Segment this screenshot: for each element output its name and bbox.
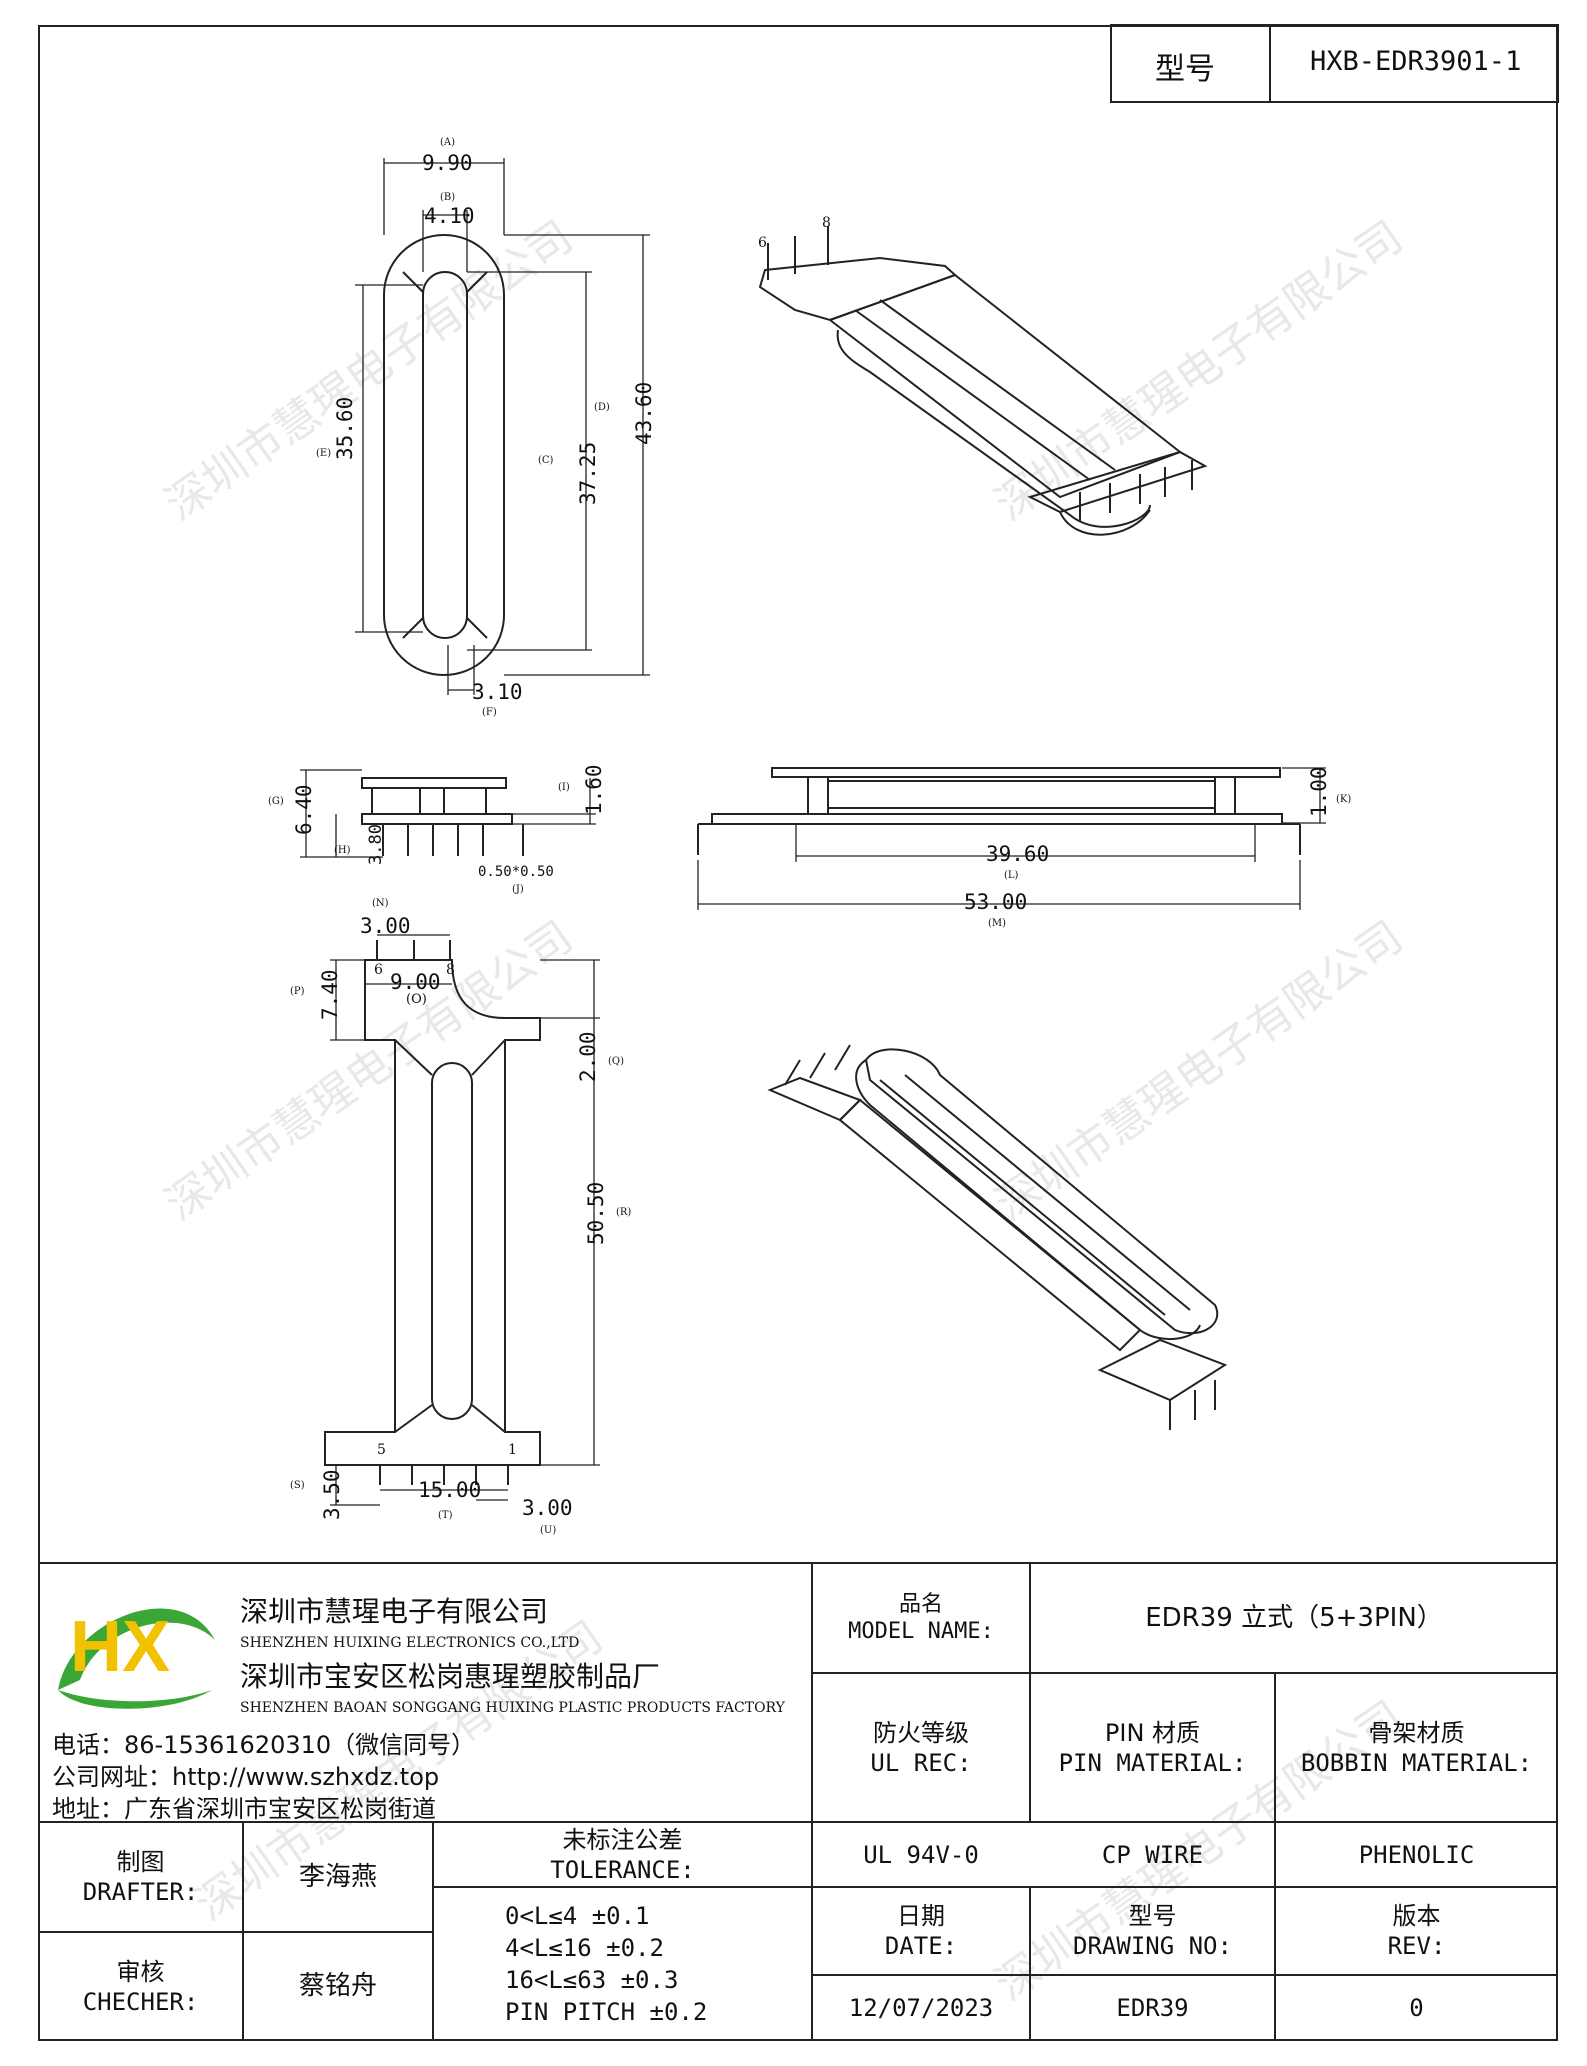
dim-e: 35.60 [333, 396, 357, 460]
model-box [1110, 24, 1559, 103]
dim-q: 2.00 [576, 1031, 600, 1082]
dim-h: 3.80 [366, 824, 386, 865]
title-block-grid [38, 1562, 1558, 2041]
date-value: 12/07/2023 [848, 1994, 994, 2022]
dim-tag-l: (L) [1004, 870, 1019, 881]
drawing-no-label: 型号 DRAWING NO: [1073, 1902, 1232, 1960]
tolerance-line: 16<L≤63 ±0.3 [505, 1966, 679, 1994]
dim-m: 53.00 [964, 890, 1028, 914]
dim-u: 3.00 [522, 1496, 573, 1520]
drafter-name: 李海燕 [298, 1861, 377, 1892]
iso-pin-8: 8 [822, 215, 831, 231]
ul-rating-value: UL 94V-0 [863, 1840, 979, 1869]
dim-o: 9.00 [390, 970, 441, 994]
dim-tag-r: (R) [616, 1207, 632, 1218]
dim-tag-b: (B) [440, 192, 456, 203]
dim-tag-u: (U) [540, 1525, 557, 1536]
iso-view-bottom [767, 1044, 1228, 1430]
model-value: HXB-EDR3901-1 [1310, 46, 1522, 77]
company-logo [58, 1608, 215, 1709]
dim-tag-t: (T) [438, 1510, 453, 1521]
dim-i: 1.60 [582, 764, 606, 815]
ul-rating-label: 防火等级 UL REC: [870, 1718, 972, 1777]
dim-k: 1.00 [1307, 766, 1331, 817]
dim-a: 9.90 [422, 151, 473, 175]
company-cn-1: 深圳市慧瑆电子有限公司 [240, 1595, 549, 1628]
tolerance-line: PIN PITCH ±0.2 [505, 1998, 708, 2026]
dim-r: 50.50 [584, 1181, 608, 1245]
dim-tag-e: (E) [316, 448, 332, 459]
tolerance-line: 4<L≤16 ±0.2 [505, 1934, 664, 1962]
tolerance-line: 0<L≤4 ±0.1 [505, 1902, 650, 1930]
pin-8-label: 8 [446, 962, 455, 978]
dim-tag-h: (H) [334, 845, 351, 856]
dim-b: 4.10 [424, 204, 475, 228]
pin-material-label: PIN 材质 PIN MATERIAL: [1058, 1718, 1247, 1777]
company-en-2: SHENZHEN BAOAN SONGGANG HUIXING PLASTIC … [240, 1700, 785, 1716]
rev-label: 版本 REV: [1387, 1902, 1446, 1960]
checker-label: 审核 CHECHER: [82, 1957, 199, 2016]
bobbin-material-label: 骨架材质 BOBBIN MATERIAL: [1300, 1718, 1533, 1777]
dim-tag-j: (J) [512, 884, 524, 895]
tolerance-table: 0<L≤4 ±0.1 4<L≤16 ±0.2 16<L≤63 ±0.3 PIN … [505, 1900, 707, 2028]
side-view-dimensions [300, 769, 596, 858]
company-address: 地址：广东省深圳市宝安区松岗街道 [52, 1795, 436, 1823]
dim-tag-c: (C) [538, 455, 554, 466]
drafter-label: 制图 DRAFTER: [82, 1848, 199, 1906]
logo-text: HX [70, 1607, 171, 1687]
dim-tag-k: (K) [1336, 794, 1352, 805]
drawing-frame [38, 25, 1558, 2041]
dim-l: 39.60 [986, 842, 1050, 866]
dim-tag-q: (Q) [608, 1056, 625, 1067]
dim-tag-m: (M) [988, 918, 1007, 929]
pin-material-value: CP WIRE [1101, 1840, 1204, 1869]
drawing-no-value: EDR39 [1116, 1994, 1189, 2022]
bottom-view [324, 940, 541, 1485]
date-label: 日期 DATE: [884, 1902, 958, 1960]
pin-1-label: 1 [508, 1442, 517, 1458]
company-website: 公司网址：http://www.szhxdz.top [52, 1763, 440, 1791]
dim-tag-a: (A) [440, 137, 456, 148]
dim-tag-d: (D) [594, 402, 610, 413]
bottom-view-dimensions [330, 934, 600, 1506]
dim-tag-i: (I) [558, 782, 570, 793]
dim-tag-g: (G) [268, 796, 284, 807]
bobbin-material-value: PHENOLIC [1358, 1840, 1475, 1869]
rev-value: 0 [1409, 1994, 1424, 2022]
dim-g: 6.40 [292, 784, 316, 835]
dim-c: 37.25 [576, 441, 600, 505]
dim-s: 3.50 [320, 1469, 344, 1520]
company-cn-2: 深圳市宝安区松岗惠瑆塑胶制品厂 [240, 1660, 661, 1693]
company-phone: 电话：86-15361620310（微信同号） [52, 1731, 476, 1759]
pin-6-label: 6 [374, 962, 383, 978]
dim-p: 7.40 [318, 969, 342, 1020]
company-en-1: SHENZHEN HUIXING ELECTRONICS CO.,LTD [240, 1635, 580, 1651]
pin-5-label: 5 [377, 1442, 386, 1458]
model-name-value: EDR39 立式（5+3PIN） [1145, 1602, 1443, 1633]
iso-view-top [758, 226, 1208, 536]
model-name-label: 品名 MODEL NAME: [848, 1591, 994, 1645]
dim-d: 43.60 [632, 381, 656, 445]
checker-name: 蔡铭舟 [298, 1971, 377, 2002]
dim-f: 3.10 [472, 680, 523, 704]
front-view-dimensions [697, 767, 1326, 910]
dim-n: 3.00 [360, 914, 411, 938]
dim-j: 0.50*0.50 [478, 864, 554, 880]
top-view-dimensions [355, 158, 650, 695]
side-view [361, 777, 524, 856]
top-view-outline [383, 234, 505, 676]
model-label: 型号 [1155, 52, 1215, 87]
dim-tag-p: (P) [290, 986, 305, 997]
dim-tag-s: (S) [290, 1480, 305, 1491]
iso-pin-6: 6 [758, 235, 767, 251]
dim-tag-n: (N) [372, 898, 389, 909]
tolerance-label: 未标注公差 TOLERANCE: [550, 1825, 695, 1884]
dim-tag-o: (O) [406, 992, 427, 1007]
dim-t: 15.00 [418, 1478, 482, 1502]
dim-tag-f: (F) [482, 707, 497, 718]
front-view [697, 767, 1301, 855]
